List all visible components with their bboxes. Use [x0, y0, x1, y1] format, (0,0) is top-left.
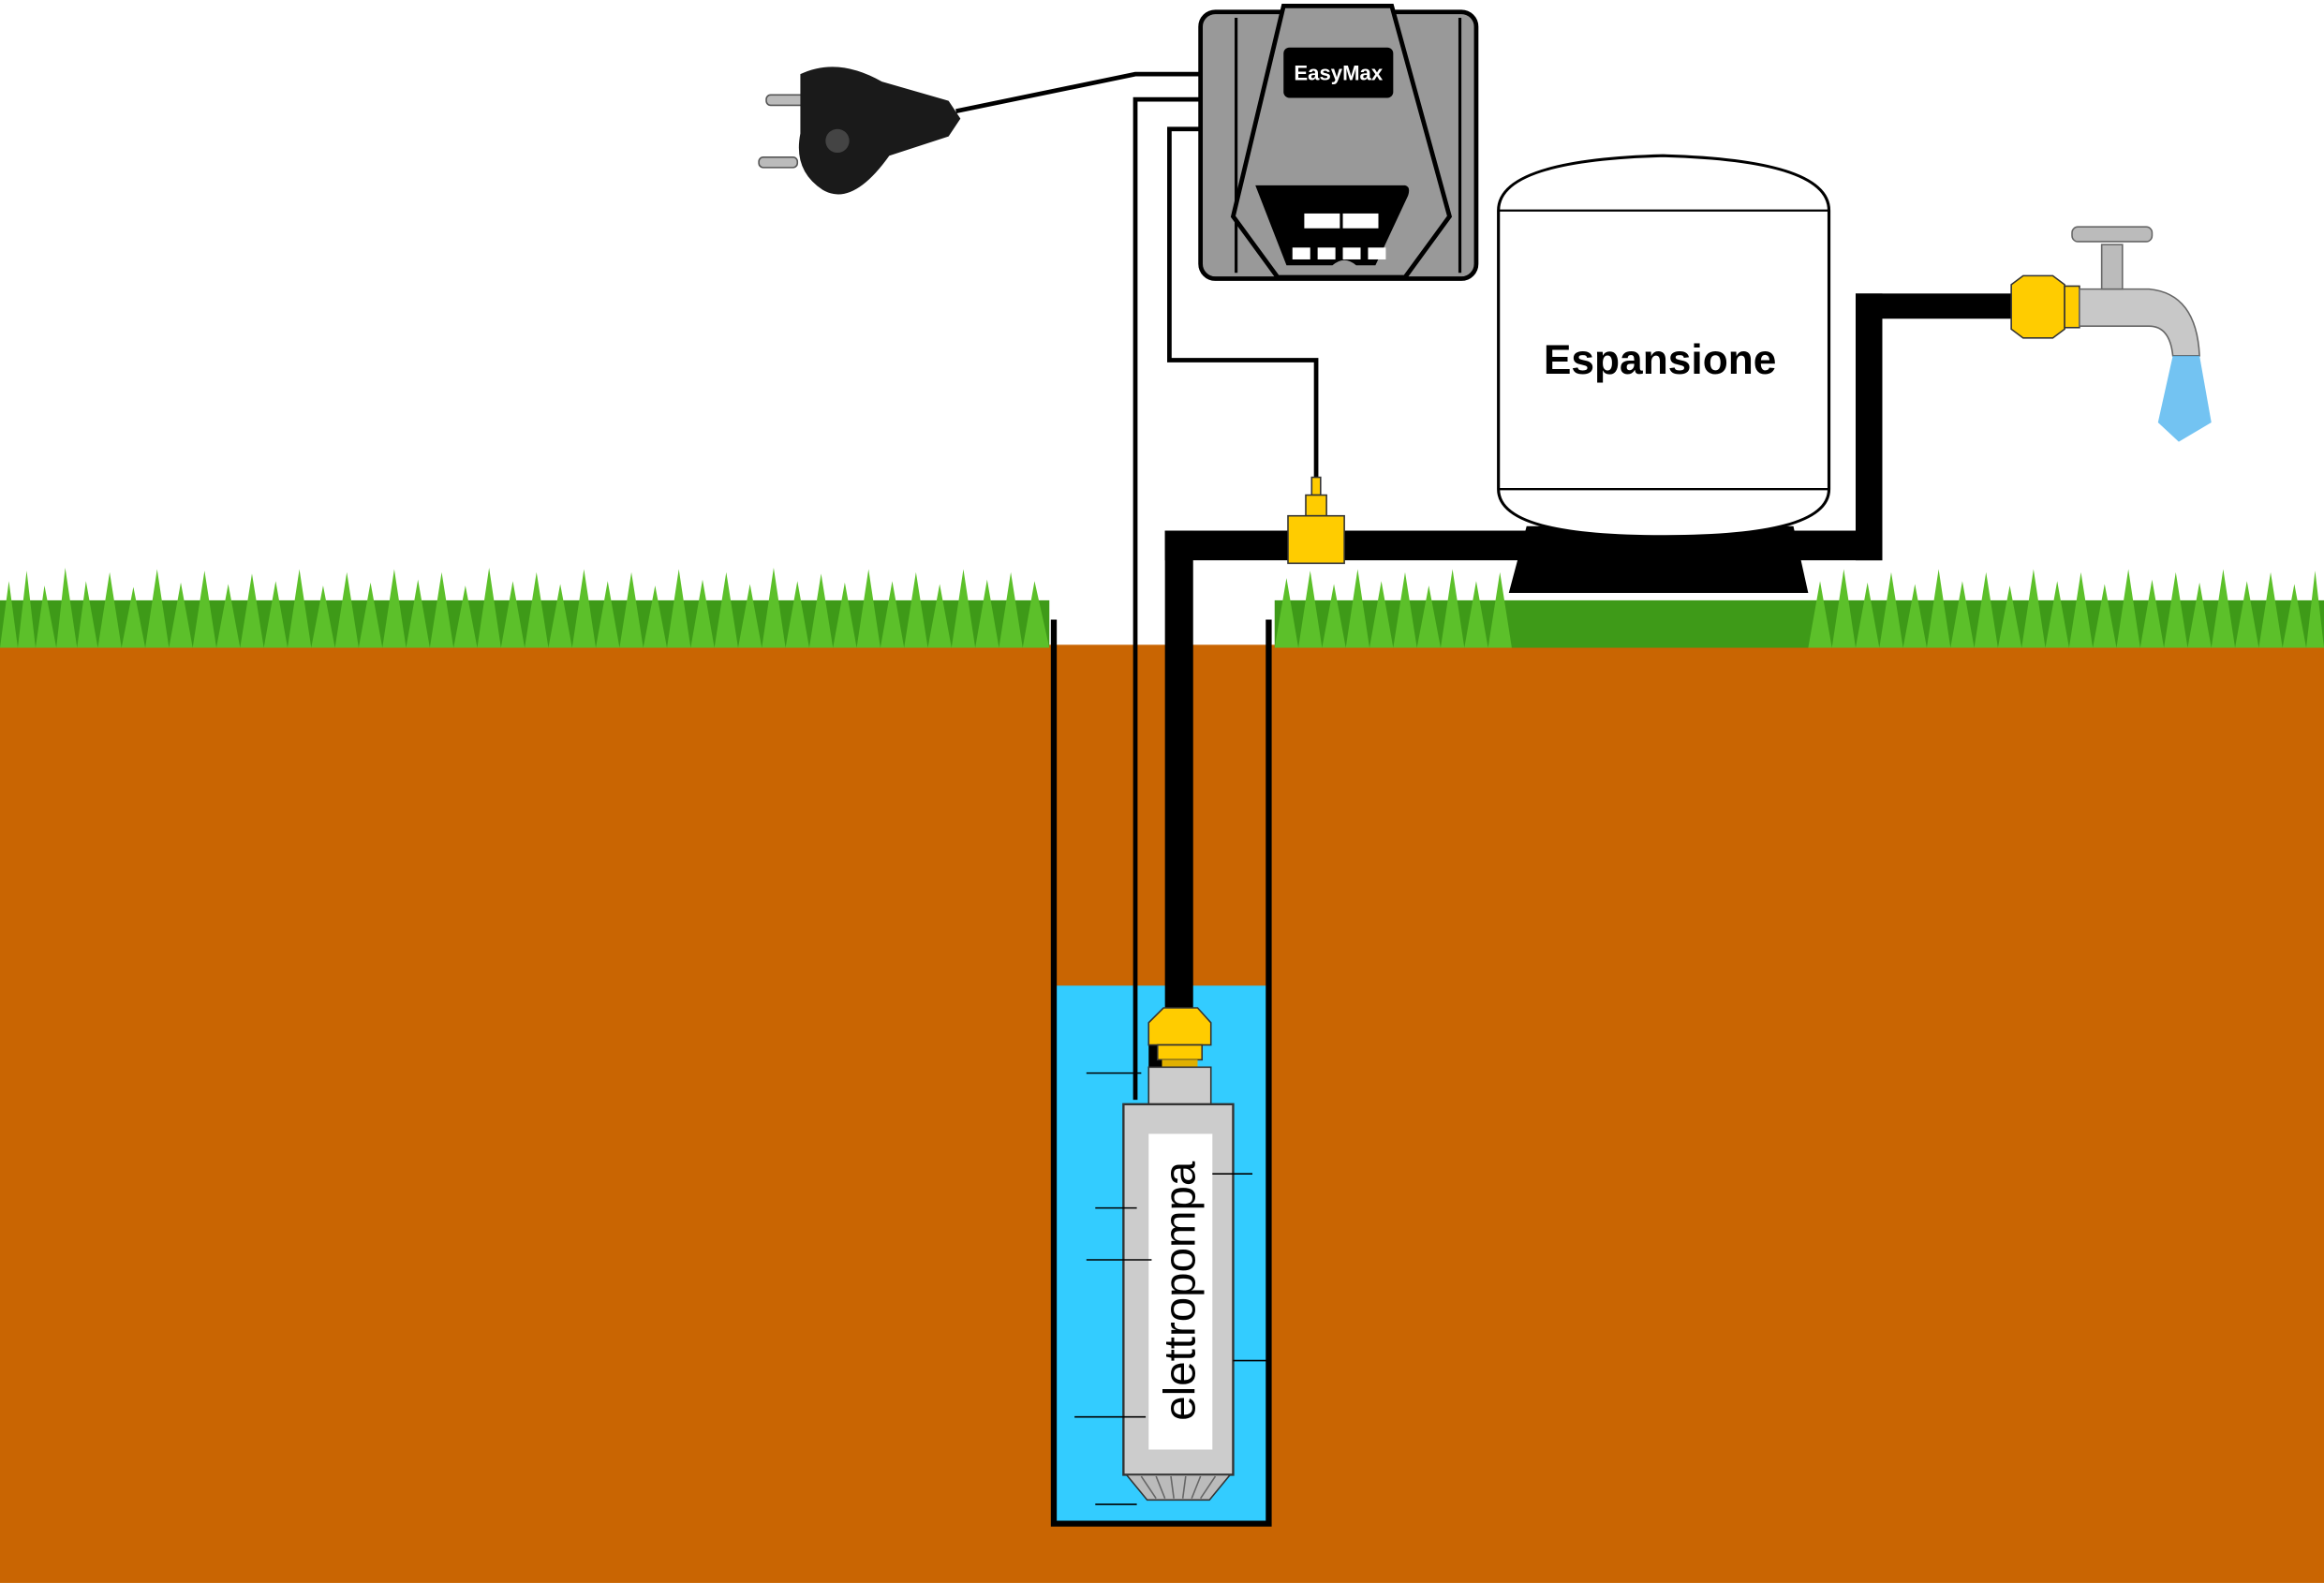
controller-label: EasyMax	[1294, 62, 1383, 85]
faucet-icon	[2010, 226, 2212, 442]
grass-right	[1274, 569, 2324, 648]
electric-cables	[955, 71, 1319, 1101]
submersible-pump: elettropompa	[1122, 1007, 1235, 1502]
pressure-sensor	[1287, 476, 1345, 565]
water-marks	[1074, 1072, 1267, 1505]
well-casing	[1050, 619, 1272, 1527]
grass-left	[0, 568, 1050, 648]
power-plug-icon	[758, 67, 961, 195]
tank-label: Espansione	[1544, 337, 1777, 383]
easymax-controller: EasyMax	[1198, 4, 1479, 281]
expansion-tank: Espansione	[1497, 154, 1831, 593]
pump-label: elettropompa	[1155, 1161, 1205, 1421]
